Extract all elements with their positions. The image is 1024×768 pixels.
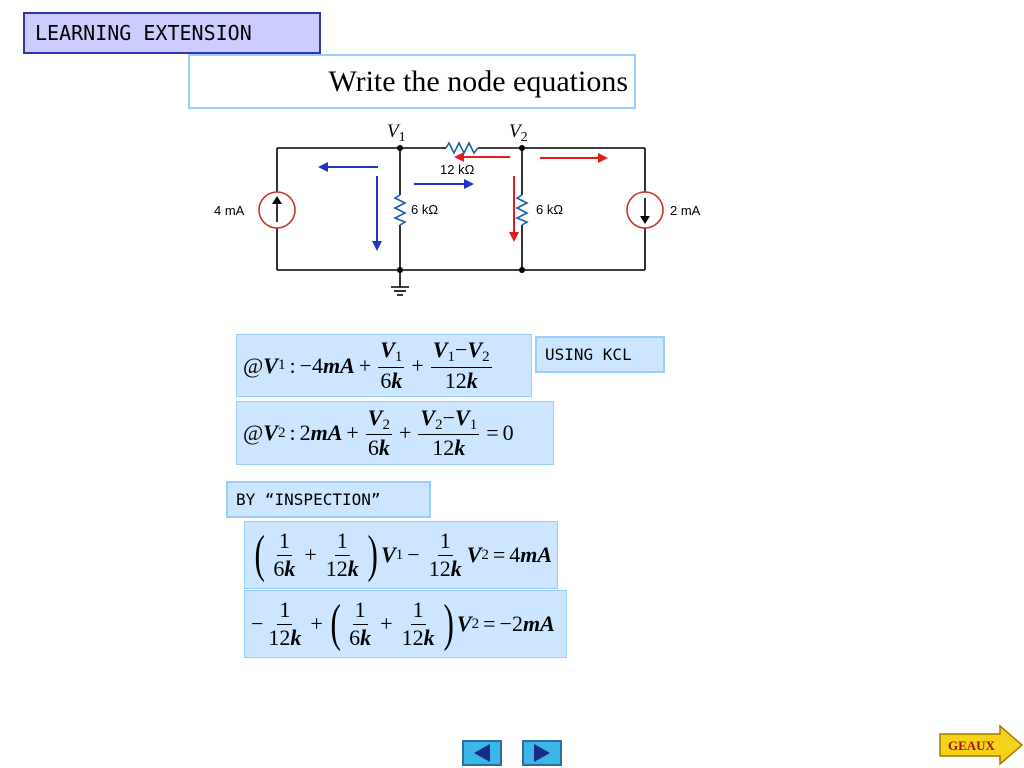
source-4ma-label: 4 mA <box>214 203 245 218</box>
node-ground-right-dot <box>519 267 525 273</box>
red-arrow-down <box>509 176 519 242</box>
arrow-right-icon <box>939 724 1024 766</box>
resistor-12k-label: 12 kΩ <box>440 162 475 177</box>
blue-arrow-down <box>372 176 382 251</box>
red-arrow-right <box>540 153 608 163</box>
triangle-left-icon <box>474 744 490 762</box>
red-arrow-left <box>454 152 510 162</box>
current-source-4ma <box>258 191 296 229</box>
resistor-6k-left <box>393 194 407 226</box>
source-2ma-label: 2 mA <box>670 203 701 218</box>
resistor-12k <box>445 141 479 155</box>
node-v1-dot <box>397 145 403 151</box>
using-kcl-tag: USING KCL <box>535 336 665 373</box>
next-slide-button[interactable] <box>522 740 562 766</box>
learning-extension-label: LEARNING EXTENSION <box>23 12 321 54</box>
page-title: Write the node equations <box>188 54 636 109</box>
by-inspection-tag: BY “INSPECTION” <box>226 481 431 518</box>
circuit-diagram: V1 V2 12 kΩ 6 kΩ 6 kΩ 4 mA 2 mA <box>214 121 701 296</box>
resistor-6k-left-label: 6 kΩ <box>411 202 438 217</box>
resistor-6k-right-label: 6 kΩ <box>536 202 563 217</box>
geaux-button[interactable] <box>938 724 1024 766</box>
node-v2-label: V2 <box>509 121 528 145</box>
current-source-2ma <box>626 191 664 229</box>
node-v1-label: V1 <box>387 121 406 145</box>
triangle-right-icon <box>534 744 550 762</box>
circuit-wires <box>276 147 646 296</box>
blue-arrow-left <box>318 162 378 172</box>
blue-arrow-right <box>414 179 474 189</box>
geaux-label: GEAUX <box>948 738 995 753</box>
previous-slide-button[interactable] <box>462 740 502 766</box>
node-v2-dot <box>519 145 525 151</box>
node-ground-left-dot <box>397 267 403 273</box>
resistor-6k-right <box>515 194 529 226</box>
